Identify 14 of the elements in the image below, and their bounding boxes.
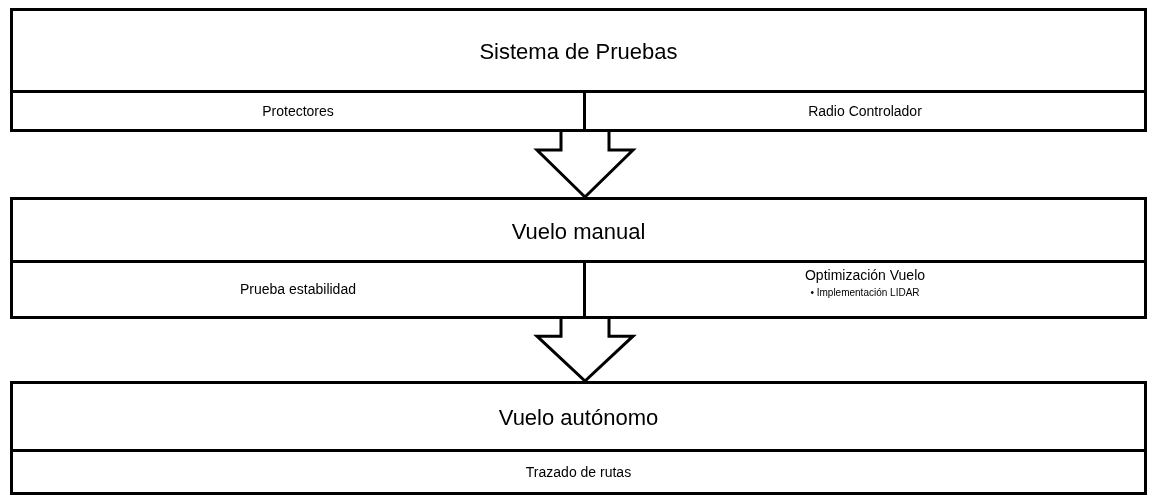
cell-label: Prueba estabilidad <box>239 281 357 297</box>
cell-label: Protectores <box>261 102 335 119</box>
bullet-item: • Implementación LIDAR <box>809 287 921 298</box>
stage-title: Sistema de Pruebas <box>478 39 679 65</box>
cell-box <box>583 90 1144 129</box>
stage-box <box>10 197 1147 319</box>
cell-box <box>583 260 1144 316</box>
cell-label: Optimización Vuelo <box>803 267 927 283</box>
cell-label: Trazado de rutas <box>524 463 633 480</box>
cell-label: Radio Controlador <box>807 102 923 119</box>
stage-title: Vuelo autónomo <box>497 405 660 431</box>
stage-title: Vuelo manual <box>510 218 647 245</box>
stage-box <box>10 381 1147 495</box>
stage-box <box>10 8 1147 132</box>
